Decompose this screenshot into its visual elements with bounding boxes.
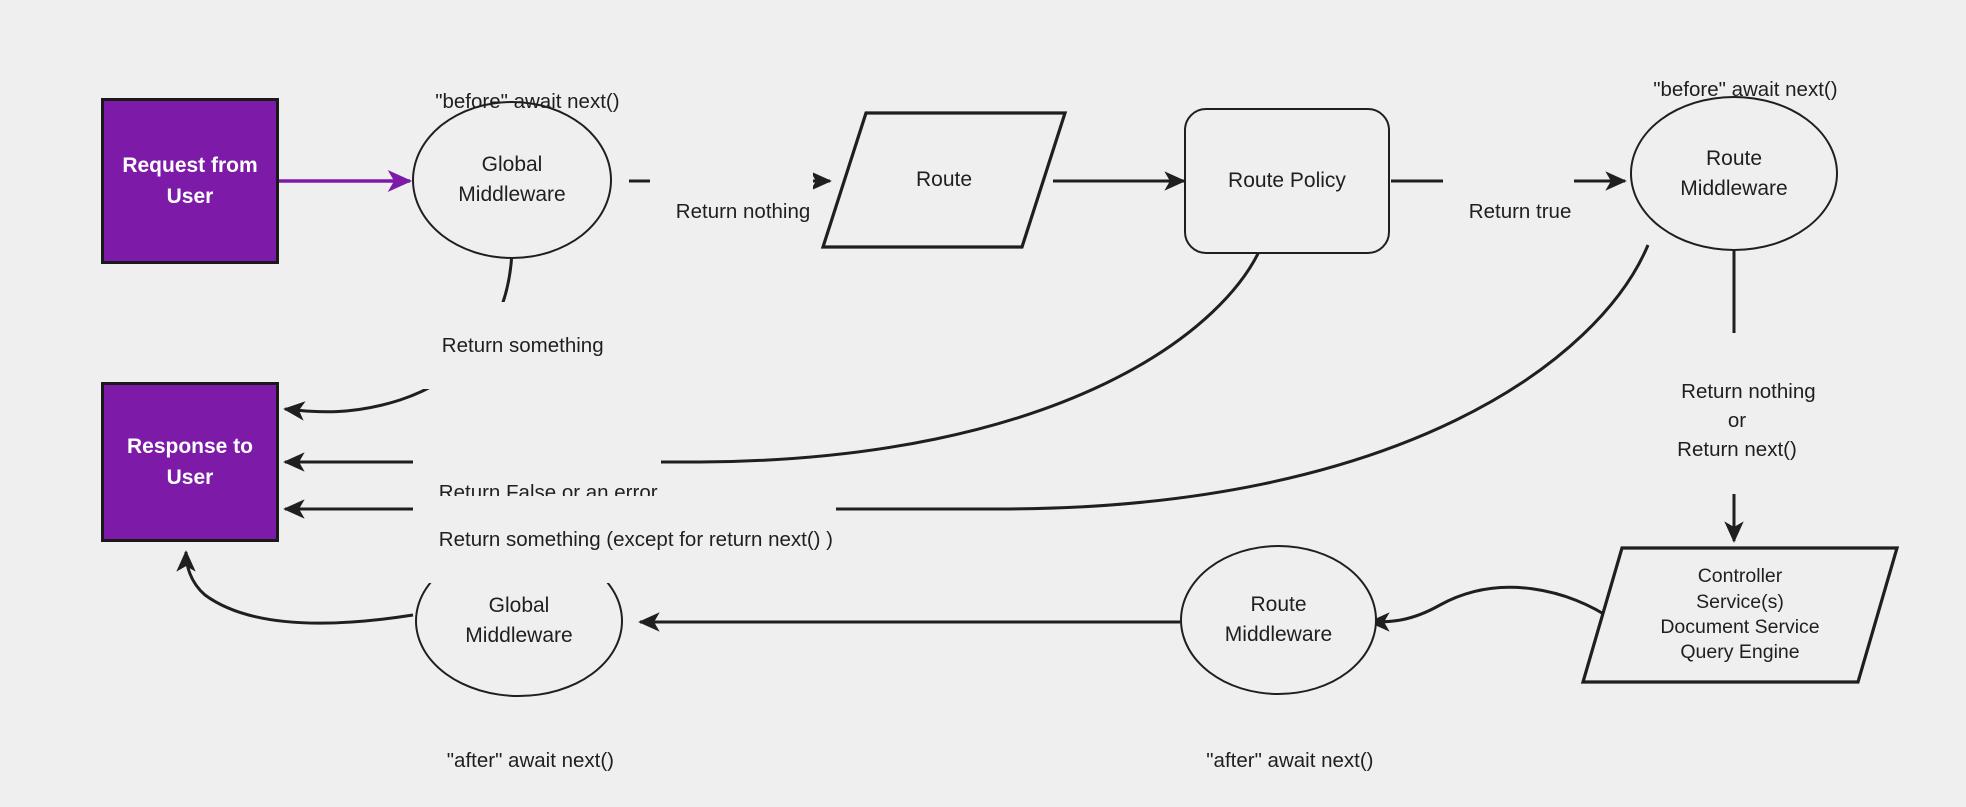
edge-label-return-nothing-or-next-text: Return nothing or Return next() (1677, 380, 1816, 462)
connector-global-after-to-response (176, 550, 414, 625)
node-route-middleware-after[interactable]: Route Middleware (1180, 545, 1377, 695)
node-request-from-user-label: Request from User (122, 153, 258, 209)
edge-label-return-nothing-text: Return nothing (675, 200, 811, 224)
note-before-await-next-route-mw: "before" await next() (1630, 46, 1838, 133)
edge-label-return-true: Return true (1443, 168, 1575, 256)
note-after-await-next-global: "after" await next() (415, 717, 623, 804)
node-route-label: Route (915, 168, 973, 192)
edge-label-return-something-text: Return something (441, 334, 604, 358)
node-global-middleware-after-label: Global Middleware (465, 594, 573, 647)
note-before-await-next-global: "before" await next() (412, 58, 620, 145)
connector-controller-to-routemw-after (1368, 585, 1614, 632)
node-global-middleware-before[interactable]: Global Middleware (412, 101, 612, 259)
edge-label-return-something-except: Return something (except for return next… (413, 496, 837, 584)
note-after-global-text: "after" await next() (446, 749, 615, 773)
node-route-policy[interactable]: Route Policy (1184, 108, 1390, 254)
connector-global-return-something (283, 250, 514, 421)
edge-label-return-something-except-text: Return something (except for return next… (438, 528, 834, 552)
node-controller-services-label: Controller Service(s) Document Service Q… (1660, 565, 1820, 664)
note-after-route-mw-text: "after" await next() (1206, 749, 1374, 773)
node-request-from-user[interactable]: Request from User (101, 98, 279, 264)
node-route-middleware-after-label: Route Middleware (1224, 593, 1333, 646)
controller-parallelogram-shape (1580, 545, 1900, 685)
route-parallelogram-shape (820, 110, 1068, 250)
edge-label-return-something: Return something (416, 302, 607, 390)
node-route[interactable]: Route (820, 110, 1068, 250)
edge-label-return-nothing-or-next: Return nothing or Return next() (1634, 348, 1840, 494)
edge-label-return-nothing: Return nothing (650, 168, 814, 256)
node-response-to-user[interactable]: Response to User (101, 382, 279, 542)
note-before-global-text: "before" await next() (435, 90, 620, 114)
connector-routemw-return-something (283, 244, 1650, 519)
node-route-middleware-before-label: Route Middleware (1680, 146, 1788, 200)
node-route-policy-label: Route Policy (1228, 169, 1346, 193)
node-controller-services[interactable]: Controller Service(s) Document Service Q… (1580, 545, 1900, 685)
node-route-middleware-before[interactable]: Route Middleware (1630, 96, 1838, 251)
note-before-route-mw-text: "before" await next() (1653, 78, 1838, 102)
node-global-middleware-before-label: Global Middleware (458, 153, 566, 206)
note-after-await-next-route-mw: "after" await next() (1180, 717, 1377, 804)
edge-label-return-true-text: Return true (1468, 200, 1572, 224)
node-response-to-user-label: Response to User (126, 434, 254, 490)
connector-policy-return-false (283, 239, 1266, 472)
